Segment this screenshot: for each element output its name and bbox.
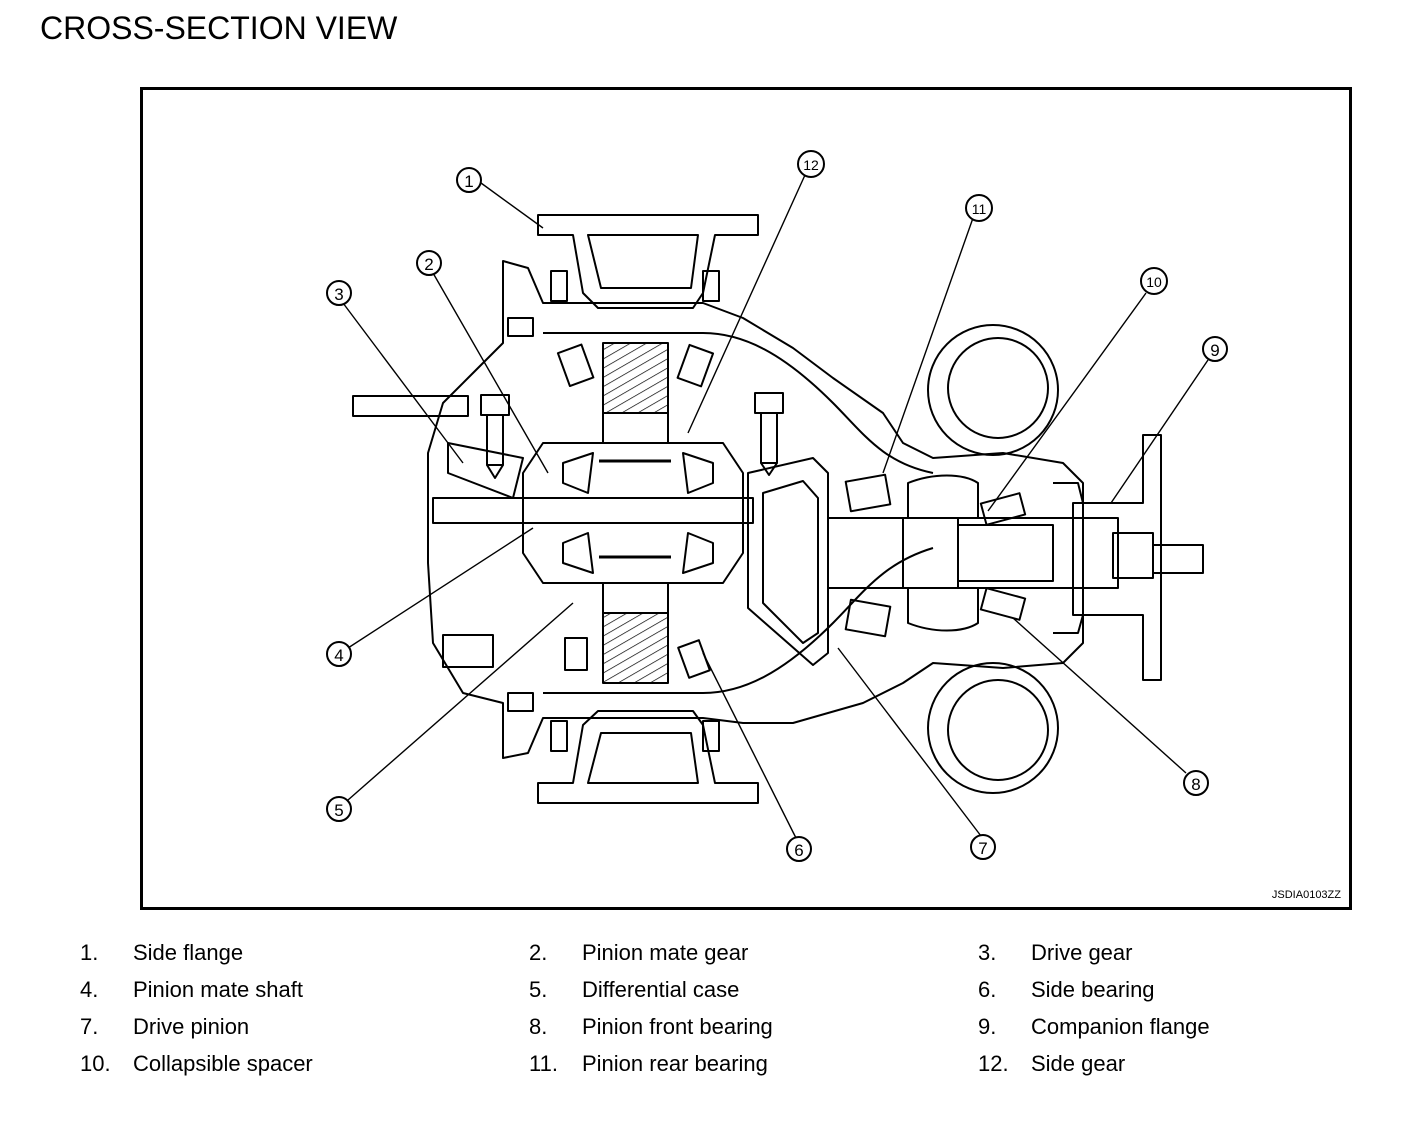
legend-label: Pinion rear bearing <box>582 1051 768 1076</box>
page-title: CROSS-SECTION VIEW <box>40 10 398 46</box>
lower-mount-outer <box>927 662 1059 794</box>
legend-label: Side flange <box>133 940 244 965</box>
pinion-stub <box>1152 544 1204 574</box>
callout-7-label: 7 <box>978 839 987 858</box>
top-side-flange <box>537 214 759 309</box>
lower-mount-inner <box>947 679 1049 781</box>
callout-6-label: 6 <box>794 841 803 860</box>
legend-number: 2. <box>529 940 548 965</box>
callout-2-label: 2 <box>424 255 433 274</box>
top-bearing-right <box>676 343 715 388</box>
legend-label: Companion flange <box>1031 1014 1210 1039</box>
legend-number: 10. <box>80 1051 111 1076</box>
legend-number: 7. <box>80 1014 99 1039</box>
legend-label: Pinion front bearing <box>582 1014 773 1039</box>
top-bearing-left <box>556 343 595 388</box>
bolt-left <box>352 395 469 417</box>
callout-12: 12 <box>797 150 825 178</box>
callout-5-label: 5 <box>334 801 343 820</box>
callout-10-label: 10 <box>1146 274 1162 290</box>
callout-9-label: 9 <box>1210 341 1219 360</box>
pinion-front-bearing <box>979 492 1027 526</box>
legend-number: 12. <box>978 1051 1009 1076</box>
drive-gear <box>747 457 829 666</box>
legend-number: 3. <box>978 940 997 965</box>
callout-8-label: 8 <box>1191 775 1200 794</box>
bottom-bearing-right <box>677 639 711 679</box>
callout-4: 4 <box>326 641 352 667</box>
legend-label: Side bearing <box>1031 977 1155 1002</box>
callout-1: 1 <box>456 167 482 193</box>
pinion-rear-bearing <box>844 473 892 513</box>
upper-mount-outer <box>927 324 1059 456</box>
callout-2: 2 <box>416 250 442 276</box>
pinion-mate-shaft <box>432 497 754 524</box>
parts-legend: 1. Side flange 2. Pinion mate gear 3. Drive… <box>80 940 1380 1100</box>
differential-case <box>522 442 744 584</box>
callout-12-label: 12 <box>803 157 819 173</box>
legend-number: 11. <box>529 1051 558 1076</box>
callout-8: 8 <box>1183 770 1209 796</box>
legend-label: Drive pinion <box>133 1014 250 1039</box>
callout-markers: 1 2 3 4 5 6 7 8 9 10 11 12 <box>326 150 1228 862</box>
callout-11: 11 <box>965 194 993 222</box>
callout-3: 3 <box>326 280 352 306</box>
bottom-side-gear <box>602 612 669 684</box>
legend-label: Pinion mate shaft <box>133 977 303 1002</box>
callout-10: 10 <box>1140 267 1168 295</box>
housing-outline <box>427 260 1084 759</box>
upper-mount-inner <box>947 337 1049 439</box>
legend-label: Collapsible spacer <box>133 1051 313 1076</box>
callout-6: 6 <box>786 836 812 862</box>
callout-3-label: 3 <box>334 285 343 304</box>
bottom-bearing-left <box>564 637 588 671</box>
callout-11-label: 11 <box>972 201 987 217</box>
callout-4-label: 4 <box>334 646 343 665</box>
top-side-gear <box>602 342 669 414</box>
bottom-side-flange <box>537 710 759 804</box>
legend-number: 8. <box>529 1014 548 1039</box>
legend-number: 9. <box>978 1014 997 1039</box>
callout-5: 5 <box>326 796 352 822</box>
cross-section-diagram: 1 2 3 4 5 6 7 8 9 10 11 12 <box>326 150 1228 862</box>
callout-1-label: 1 <box>464 172 473 191</box>
diagram-frame: 1 2 3 4 5 6 7 8 9 10 11 12 JSDIA0103ZZ <box>140 87 1352 910</box>
legend-label: Pinion mate gear <box>582 940 749 965</box>
legend-label: Drive gear <box>1031 940 1133 965</box>
legend-number: 6. <box>978 977 997 1002</box>
legend-number: 4. <box>80 977 99 1002</box>
legend-label: Side gear <box>1031 1051 1126 1076</box>
pinion-shaft <box>827 517 1119 589</box>
callout-7: 7 <box>970 834 996 860</box>
legend-number: 5. <box>529 977 548 1002</box>
legend-number: 1. <box>80 940 99 965</box>
figure-code: JSDIA0103ZZ <box>1271 889 1341 901</box>
legend-label: Differential case <box>582 977 740 1002</box>
callout-9: 9 <box>1202 336 1228 362</box>
companion-flange <box>1072 434 1162 681</box>
